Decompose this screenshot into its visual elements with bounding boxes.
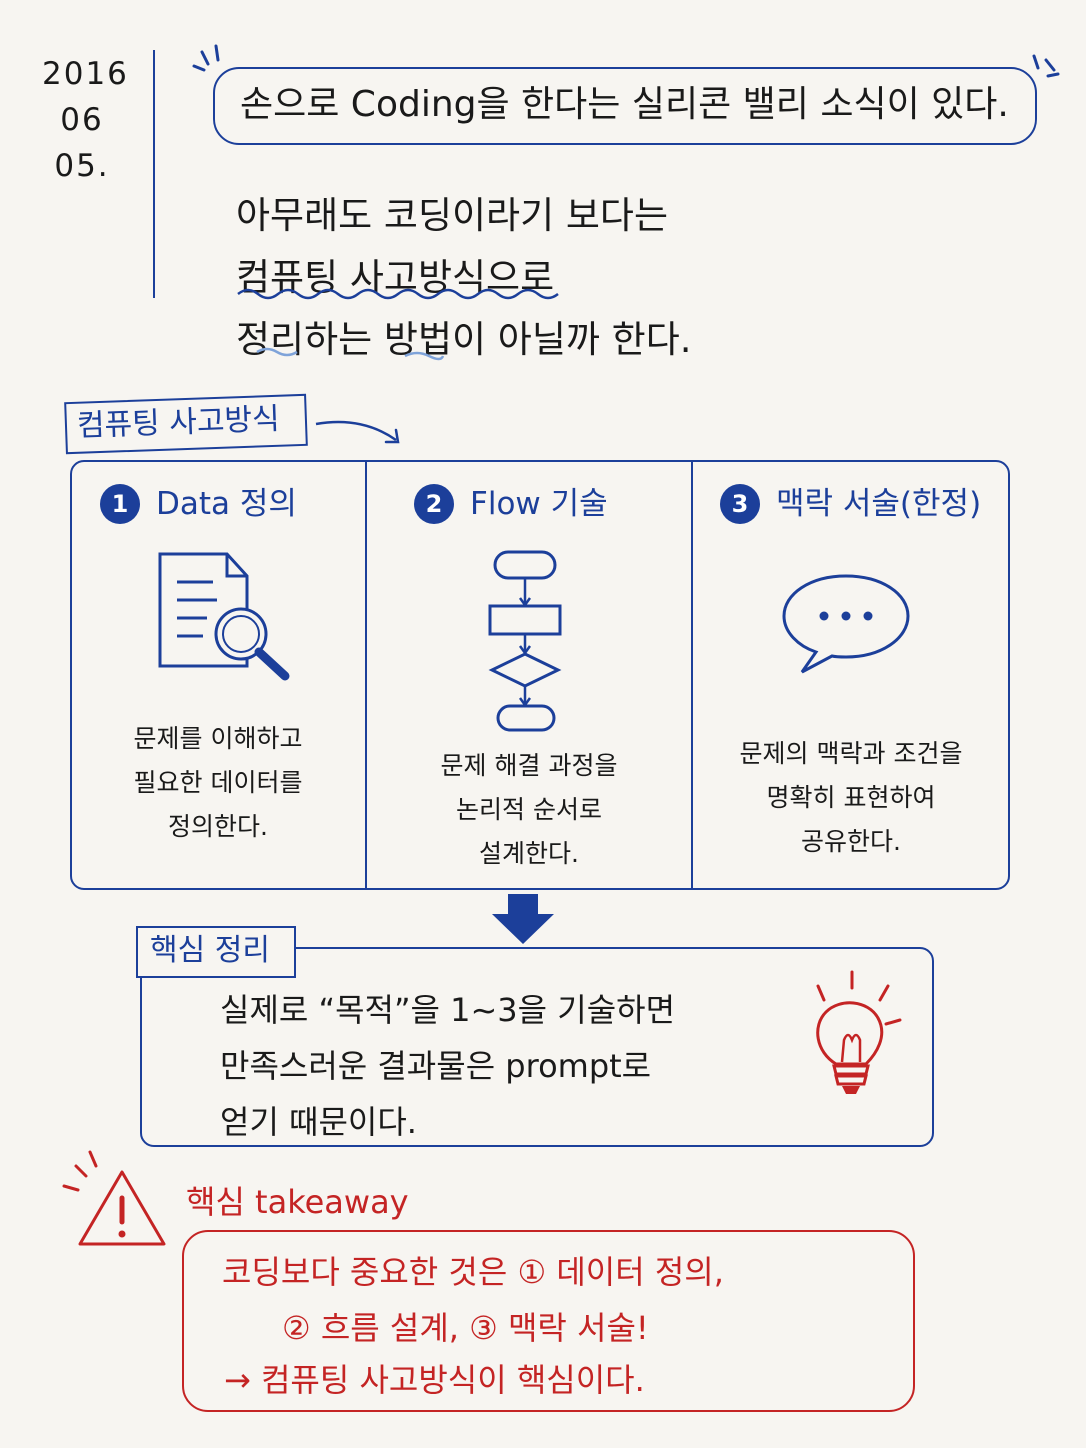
takeaway-line: ② 흐름 설계, ③ 맥락 서술! [282,1309,649,1347]
speech-bubble-icon [782,574,910,674]
summary-line: 만족스러운 결과물은 prompt로 [220,1047,652,1085]
emphasis-marks-right [1032,54,1060,78]
summary-text: 실제로 “목적”을 1~3을 기술하면 만족스러운 결과물은 prompt로 얻… [220,982,675,1150]
column-title-label: Data 정의 [156,486,297,522]
number-badge: 2 [414,484,454,524]
intro-line: 컴퓨팅 사고방식으로 [236,256,555,299]
date-month: 06 [60,102,104,138]
down-arrow-icon [492,894,554,944]
number-badge: 1 [100,484,140,524]
takeaway-title: 핵심 takeaway [186,1183,409,1221]
column-title-data: 1 Data 정의 [100,482,297,526]
summary-line: 실제로 “목적”을 1~3을 기술하면 [220,991,676,1029]
summary-panel [140,947,934,1147]
column-text-line: 문제의 맥락과 조건을 [739,739,963,768]
intro-text: 아무래도 코딩이라기 보다는 컴퓨팅 사고방식으로 정리하는 방법이 아닐까 한… [236,185,692,371]
date-block: 2016 06 05. [42,50,129,188]
column-title-flow: 2 Flow 기술 [414,482,608,526]
column-divider [691,460,693,890]
column-text: 문제 해결 과정을 논리적 순서로 설계한다. [372,744,686,876]
column-text-line: 필요한 데이터를 [133,768,303,797]
warning-icon [62,1150,166,1246]
date-day: 05. [54,148,110,184]
emphasis-marks-left [192,44,220,72]
headline: 손으로 Coding을 한다는 실리콘 밸리 소식이 있다. [240,84,1009,125]
column-text-line: 논리적 순서로 [456,795,602,824]
number-badge: 3 [720,484,760,524]
column-title-label: 맥락 서술(한정) [776,486,982,522]
document-search-icon [158,552,290,681]
column-title-label: Flow 기술 [470,486,608,522]
summary-label: 핵심 정리 [136,926,296,978]
intro-line: 정리하는 방법이 아닐까 한다. [236,318,692,361]
intro-line: 아무래도 코딩이라기 보다는 [236,194,669,237]
takeaway-line: → 컴퓨팅 사고방식이 핵심이다. [224,1361,645,1399]
concept-label: 컴퓨팅 사고방식 [64,393,308,455]
summary-line: 얻기 때문이다. [220,1103,417,1141]
column-text-line: 설계한다. [479,839,579,868]
takeaway-line: 코딩보다 중요한 것은 ① 데이터 정의, [222,1253,724,1291]
column-text-line: 정의한다. [168,812,268,841]
column-divider [365,460,367,890]
column-text-line: 명확히 표현하여 [766,783,936,812]
concept-panel [70,460,1010,890]
column-text-line: 문제 해결 과정을 [440,751,618,780]
flowchart-icon [488,550,562,732]
column-text: 문제를 이해하고 필요한 데이터를 정의한다. [78,717,358,849]
column-title-context: 3 맥락 서술(한정) [720,482,981,526]
wavy-underline [237,288,559,300]
wavy-underline [256,347,445,361]
takeaway-frame [182,1230,915,1412]
arrow-icon [315,420,400,444]
headline-frame [213,67,1037,145]
date-divider [153,50,155,298]
date-year: 2016 [42,56,129,92]
column-text-line: 공유한다. [801,827,901,856]
lightbulb-icon [816,970,902,1094]
column-text-line: 문제를 이해하고 [133,724,303,753]
column-text: 문제의 맥락과 조건을 명확히 표현하여 공유한다. [698,732,1004,864]
